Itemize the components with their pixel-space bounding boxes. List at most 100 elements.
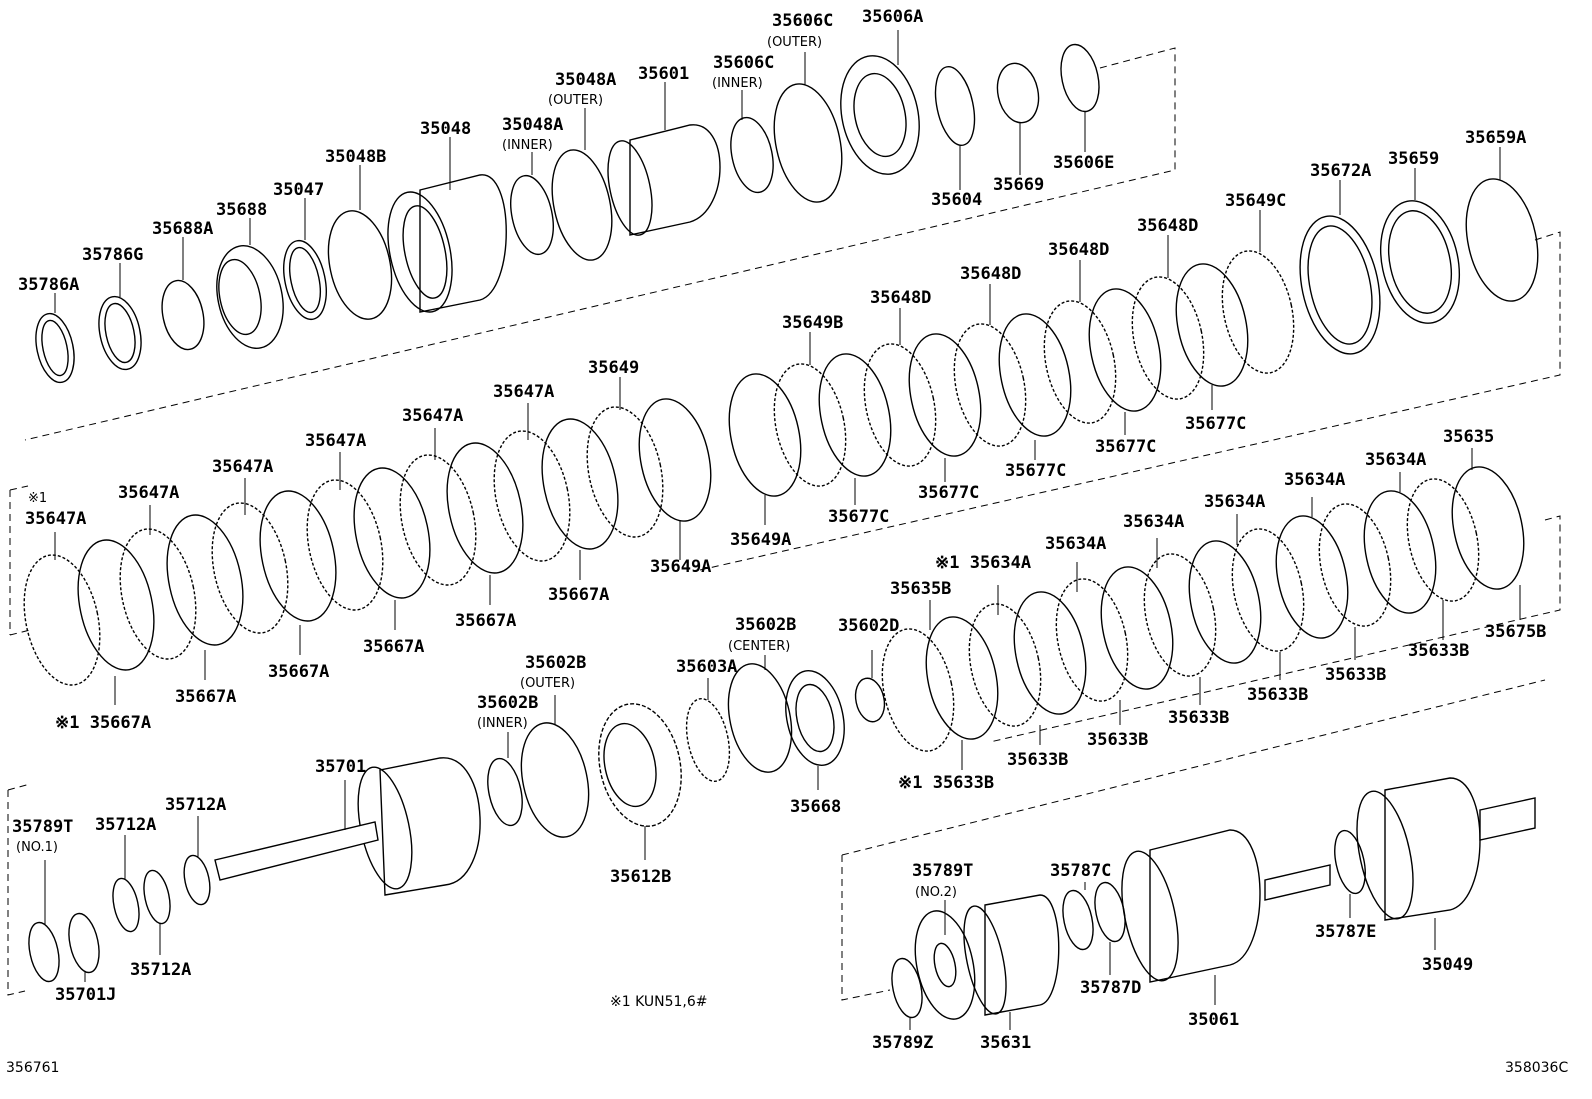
label-35048A-inner: 35048A <box>502 115 563 135</box>
label-35602B-inner-sub: (INNER) <box>477 716 528 731</box>
label-35602B-center: 35602B <box>735 615 796 635</box>
label-35606C-inner: 35606C <box>713 53 774 73</box>
label-35047: 35047 <box>273 180 324 200</box>
label-35712A-1: 35712A <box>95 815 156 835</box>
label-35677C-3: 35677C <box>1005 461 1066 481</box>
label-35048A-outer-sub: (OUTER) <box>548 93 603 108</box>
label-35606C-inner-sub: (INNER) <box>712 76 763 91</box>
label-35668: 35668 <box>790 797 841 817</box>
label-35631: 35631 <box>980 1033 1031 1053</box>
label-35789Z: 35789Z <box>872 1033 933 1053</box>
label-35712A-3: 35712A <box>130 960 191 980</box>
label-35667A-5: 35667A <box>455 611 516 631</box>
label-35606C-outer-sub: (OUTER) <box>767 35 822 50</box>
bottom-right-parts <box>891 777 1536 1020</box>
label-35667A-3: 35667A <box>268 662 329 682</box>
label-35635B: 35635B <box>890 579 951 599</box>
label-35701J: 35701J <box>55 985 116 1005</box>
label-35672A: 35672A <box>1310 161 1371 181</box>
code-right: 358036C <box>1505 1060 1568 1076</box>
label-35667A-4: 35667A <box>363 637 424 657</box>
label-35633B-4: 35633B <box>1247 685 1308 705</box>
label-35667A-6: 35667A <box>548 585 609 605</box>
label-35667A-2: 35667A <box>175 687 236 707</box>
label-35048: 35048 <box>420 119 471 139</box>
label-35659A: 35659A <box>1465 128 1526 148</box>
row2-parts <box>23 178 1539 686</box>
label-35603A: 35603A <box>676 657 737 677</box>
label-35787E: 35787E <box>1315 922 1376 942</box>
label-35647A-2: 35647A <box>118 483 179 503</box>
label-35647A-3: 35647A <box>212 457 273 477</box>
label-35602B-center-sub: (CENTER) <box>728 639 790 654</box>
label-35786A: 35786A <box>18 275 79 295</box>
label-35675B: 35675B <box>1485 622 1546 642</box>
label-35649A-2: 35649A <box>650 557 711 577</box>
label-35649: 35649 <box>588 358 639 378</box>
label-35633B-1: ※1 35633B <box>898 773 994 793</box>
label-35712A-2: 35712A <box>165 795 226 815</box>
label-35606A: 35606A <box>862 7 923 27</box>
row3-parts <box>28 466 1525 983</box>
label-35606C-outer: 35606C <box>772 11 833 31</box>
label-35647A-5: 35647A <box>402 406 463 426</box>
label-35648D-1: 35648D <box>1137 216 1198 236</box>
label-35602B-inner: 35602B <box>477 693 538 713</box>
label-35659: 35659 <box>1388 149 1439 169</box>
label-35677C-2: 35677C <box>1095 437 1156 457</box>
label-35602B-outer: 35602B <box>525 653 586 673</box>
label-35789T-no1: 35789T <box>12 817 73 837</box>
label-35789T-no2-sub: (NO.2) <box>915 885 957 900</box>
label-35634A-1: ※1 35634A <box>935 553 1031 573</box>
label-35602D: 35602D <box>838 616 899 636</box>
label-35634A-6: 35634A <box>1365 450 1426 470</box>
code-left: 356761 <box>6 1060 59 1076</box>
label-35789T-no1-sub: (NO.1) <box>16 840 58 855</box>
label-35634A-5: 35634A <box>1284 470 1345 490</box>
group-frames <box>7 47 1561 1001</box>
label-35649C: 35649C <box>1225 191 1286 211</box>
label-35648D-3: 35648D <box>960 264 1021 284</box>
label-35688: 35688 <box>216 200 267 220</box>
label-35602B-outer-sub: (OUTER) <box>520 676 575 691</box>
label-35633B-5: 35633B <box>1168 708 1229 728</box>
row1-parts <box>35 43 1100 384</box>
label-35647A-4: 35647A <box>305 431 366 451</box>
label-35633B-2: 35633B <box>1408 641 1469 661</box>
label-35612B: 35612B <box>610 867 671 887</box>
label-35647A-1: 35647A <box>25 509 86 529</box>
leader-lines <box>44 30 1521 1030</box>
label-35634A-4: 35634A <box>1204 492 1265 512</box>
label-35048A-inner-sub: (INNER) <box>502 138 553 153</box>
label-35677C-5: 35677C <box>828 507 889 527</box>
label-35647A-mark: ※1 <box>28 491 47 506</box>
part-labels: 35786A 35786G 35688A 35688 35047 35048B … <box>12 7 1546 1053</box>
label-35601: 35601 <box>638 64 689 84</box>
label-35604: 35604 <box>931 190 982 210</box>
label-35701: 35701 <box>315 757 366 777</box>
label-35677C-1: 35677C <box>1185 414 1246 434</box>
label-35789T-no2: 35789T <box>912 861 973 881</box>
label-35648D-2: 35648D <box>1048 240 1109 260</box>
label-35688A: 35688A <box>152 219 213 239</box>
label-35649B: 35649B <box>782 313 843 333</box>
footnote: ※1 KUN51,6# <box>610 994 708 1010</box>
label-35669: 35669 <box>993 175 1044 195</box>
label-35787C: 35787C <box>1050 861 1111 881</box>
label-35635: 35635 <box>1443 427 1494 447</box>
label-35648D-4: 35648D <box>870 288 931 308</box>
label-35048A-outer: 35048A <box>555 70 616 90</box>
label-35633B-7: 35633B <box>1007 750 1068 770</box>
label-35606E: 35606E <box>1053 153 1114 173</box>
label-35787D: 35787D <box>1080 978 1141 998</box>
label-35647A-6: 35647A <box>493 382 554 402</box>
label-35634A-2: 35634A <box>1045 534 1106 554</box>
label-35677C-4: 35677C <box>918 483 979 503</box>
label-35061: 35061 <box>1188 1010 1239 1030</box>
label-35633B-6: 35633B <box>1087 730 1148 750</box>
label-35786G: 35786G <box>82 245 143 265</box>
label-35048B: 35048B <box>325 147 386 167</box>
label-35049: 35049 <box>1422 955 1473 975</box>
label-35667A-1: ※1 35667A <box>55 713 151 733</box>
